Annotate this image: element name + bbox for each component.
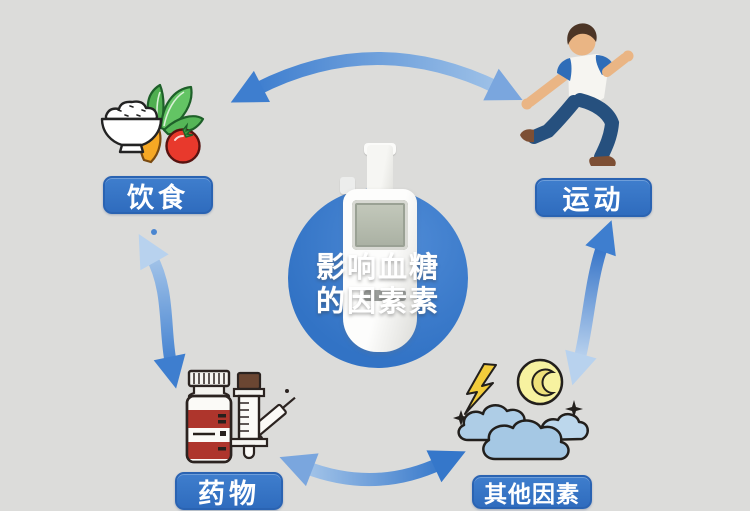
arrow-diet-medication — [138, 229, 186, 389]
center-title: 影响血糖 的因素素 — [283, 251, 473, 319]
meter-slot — [364, 290, 406, 301]
tomato — [165, 122, 201, 164]
runner-shoe-left — [520, 129, 534, 143]
label-other-factors: 其他因素 — [472, 475, 592, 509]
rice-bowl — [100, 100, 163, 154]
runner-hand-left — [521, 98, 533, 110]
sparkle-left-icon — [453, 410, 469, 426]
syringe-drop — [285, 389, 289, 393]
moon-icon — [516, 358, 564, 406]
runner-arm-right — [602, 53, 630, 77]
runner-sleeve-left — [557, 58, 572, 81]
runner-hand-right — [622, 50, 634, 62]
cycle-arrows — [138, 52, 616, 487]
runner-arm-left — [525, 71, 569, 107]
meter-strip-port — [367, 145, 393, 195]
weather-icon — [453, 358, 589, 461]
droplet-dot — [151, 229, 157, 235]
infographic-canvas: { "title": { "line1": "影响血糖", "line2": "… — [100, 23, 652, 510]
arrow-diet-exercise — [230, 52, 523, 103]
center-title-line1: 影响血糖 — [315, 252, 440, 284]
sparkle-right-icon — [565, 400, 583, 418]
food-icon — [100, 83, 205, 164]
runner-leg-right — [573, 93, 620, 164]
arrow-exercise-other — [565, 220, 616, 386]
runner-shoe-right — [589, 156, 616, 166]
lightning-icon — [464, 363, 497, 415]
rice — [104, 100, 159, 121]
syringe-vertical — [229, 371, 269, 460]
runner-leg-left — [527, 95, 581, 144]
label-medication: 药物 — [175, 472, 283, 510]
center-title-line2: 的因素素 — [315, 286, 440, 318]
rice-grains — [117, 105, 146, 117]
medicine-icon — [185, 369, 296, 464]
runner-hair — [567, 23, 597, 45]
pill-bottle — [185, 369, 233, 464]
label-diet: 饮食 — [103, 176, 213, 214]
label-exercise: 运动 — [535, 178, 652, 217]
arrow-medication-other — [279, 450, 466, 487]
meter-screen — [352, 200, 408, 250]
bowl-foot — [118, 143, 145, 154]
runner-figure — [520, 23, 634, 166]
clouds — [457, 404, 589, 461]
runner-icon — [520, 23, 634, 166]
glucose-meter-icon — [338, 143, 422, 355]
